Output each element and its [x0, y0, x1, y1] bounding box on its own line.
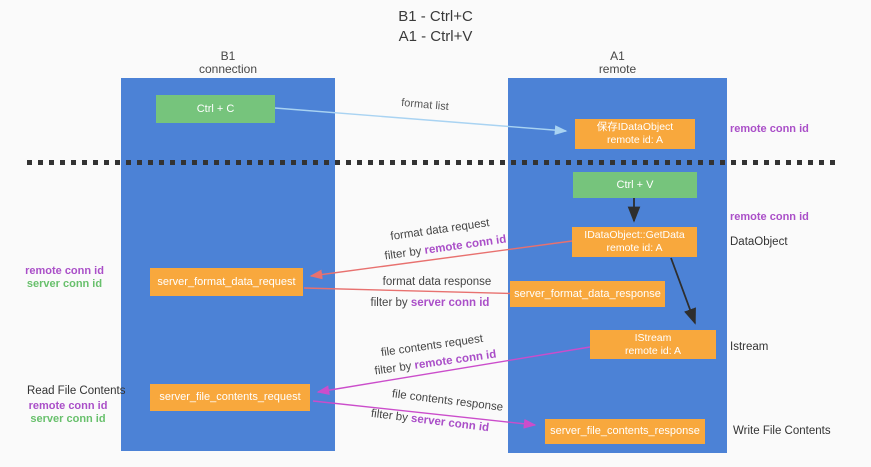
left-server-conn-id-1: server conn id: [26, 278, 103, 290]
server-file-contents-request-label: server_file_contents_request: [159, 391, 301, 403]
save-dataobject-line2: remote id: A: [606, 134, 664, 146]
istream-line1: IStream: [634, 331, 672, 344]
server-format-data-request-label: server_format_data_request: [157, 275, 296, 288]
left-remote-conn-id-2: remote conn id: [28, 400, 108, 412]
write-file-contents-label: Write File Contents: [733, 425, 831, 437]
filter-by-text-2: filter by: [370, 297, 411, 309]
left-column-role: connection: [198, 62, 258, 76]
filter-by-text-4: filter by: [370, 407, 412, 425]
filter-emph-server-conn-id-2: server conn id: [410, 412, 490, 435]
server-file-contents-request-node: server_file_contents_request: [150, 384, 310, 411]
server-format-data-request-node: server_format_data_request: [150, 268, 303, 296]
remote-conn-id-label-top: remote conn id: [730, 123, 809, 135]
server-format-data-response-node: server_format_data_response: [510, 281, 665, 307]
format-data-response-filter-label: filter by server conn id: [355, 297, 505, 309]
istream-side-label: Istream: [730, 341, 769, 353]
title-line-b1: B1 - Ctrl+C: [398, 8, 473, 25]
left-conn-id-group-2: remote conn id server conn id: [18, 400, 118, 426]
diagram-title: B1 - Ctrl+C A1 - Ctrl+V: [0, 7, 871, 47]
server-format-data-response-label: server_format_data_response: [514, 287, 661, 300]
left-column-name: B1: [220, 49, 236, 63]
filter-emph-remote-conn-id-1: remote conn id: [423, 233, 508, 257]
format-response-arrow: [303, 287, 534, 299]
save-dataobject-line1: 保存IDataObject: [596, 121, 674, 133]
format-list-flow-label: format list: [400, 96, 450, 114]
phase-divider-dashed-line: [27, 160, 835, 165]
title-line-a1: A1 - Ctrl+V: [398, 28, 473, 45]
ctrl-c-node: Ctrl + C: [156, 95, 275, 123]
getdata-node: IDataObject::GetData remote id: A: [572, 227, 697, 257]
left-conn-id-group-1: remote conn id server conn id: [12, 265, 117, 291]
ctrl-v-label: Ctrl + V: [616, 178, 654, 191]
right-column-header: A1 remote: [508, 50, 727, 76]
server-file-contents-response-label: server_file_contents_response: [550, 425, 700, 437]
filter-by-text-1: filter by: [383, 244, 426, 263]
getdata-line1: IDataObject::GetData: [584, 229, 685, 241]
right-column-role: remote: [598, 62, 637, 76]
left-remote-conn-id-1: remote conn id: [25, 265, 104, 277]
filter-emph-server-conn-id-1: server conn id: [410, 297, 490, 309]
format-data-response-flow-label: format data response: [382, 276, 492, 288]
save-dataobject-node: 保存IDataObject remote id: A: [575, 119, 695, 149]
istream-node: IStream remote id: A: [590, 330, 716, 359]
ctrl-v-node: Ctrl + V: [573, 172, 697, 198]
remote-conn-id-label-mid: remote conn id: [730, 211, 809, 223]
dataobject-label: DataObject: [730, 236, 788, 248]
filter-by-text-3: filter by: [373, 359, 416, 378]
right-column-name: A1: [610, 49, 625, 63]
left-column-header: B1 connection: [121, 50, 335, 76]
ctrl-c-label: Ctrl + C: [196, 102, 235, 115]
server-file-contents-response-node: server_file_contents_response: [545, 419, 705, 444]
left-server-conn-id-2: server conn id: [30, 413, 106, 425]
read-file-contents-label: Read File Contents: [27, 385, 126, 397]
getdata-line2: remote id: A: [606, 242, 663, 254]
istream-line2: remote id: A: [624, 344, 682, 357]
